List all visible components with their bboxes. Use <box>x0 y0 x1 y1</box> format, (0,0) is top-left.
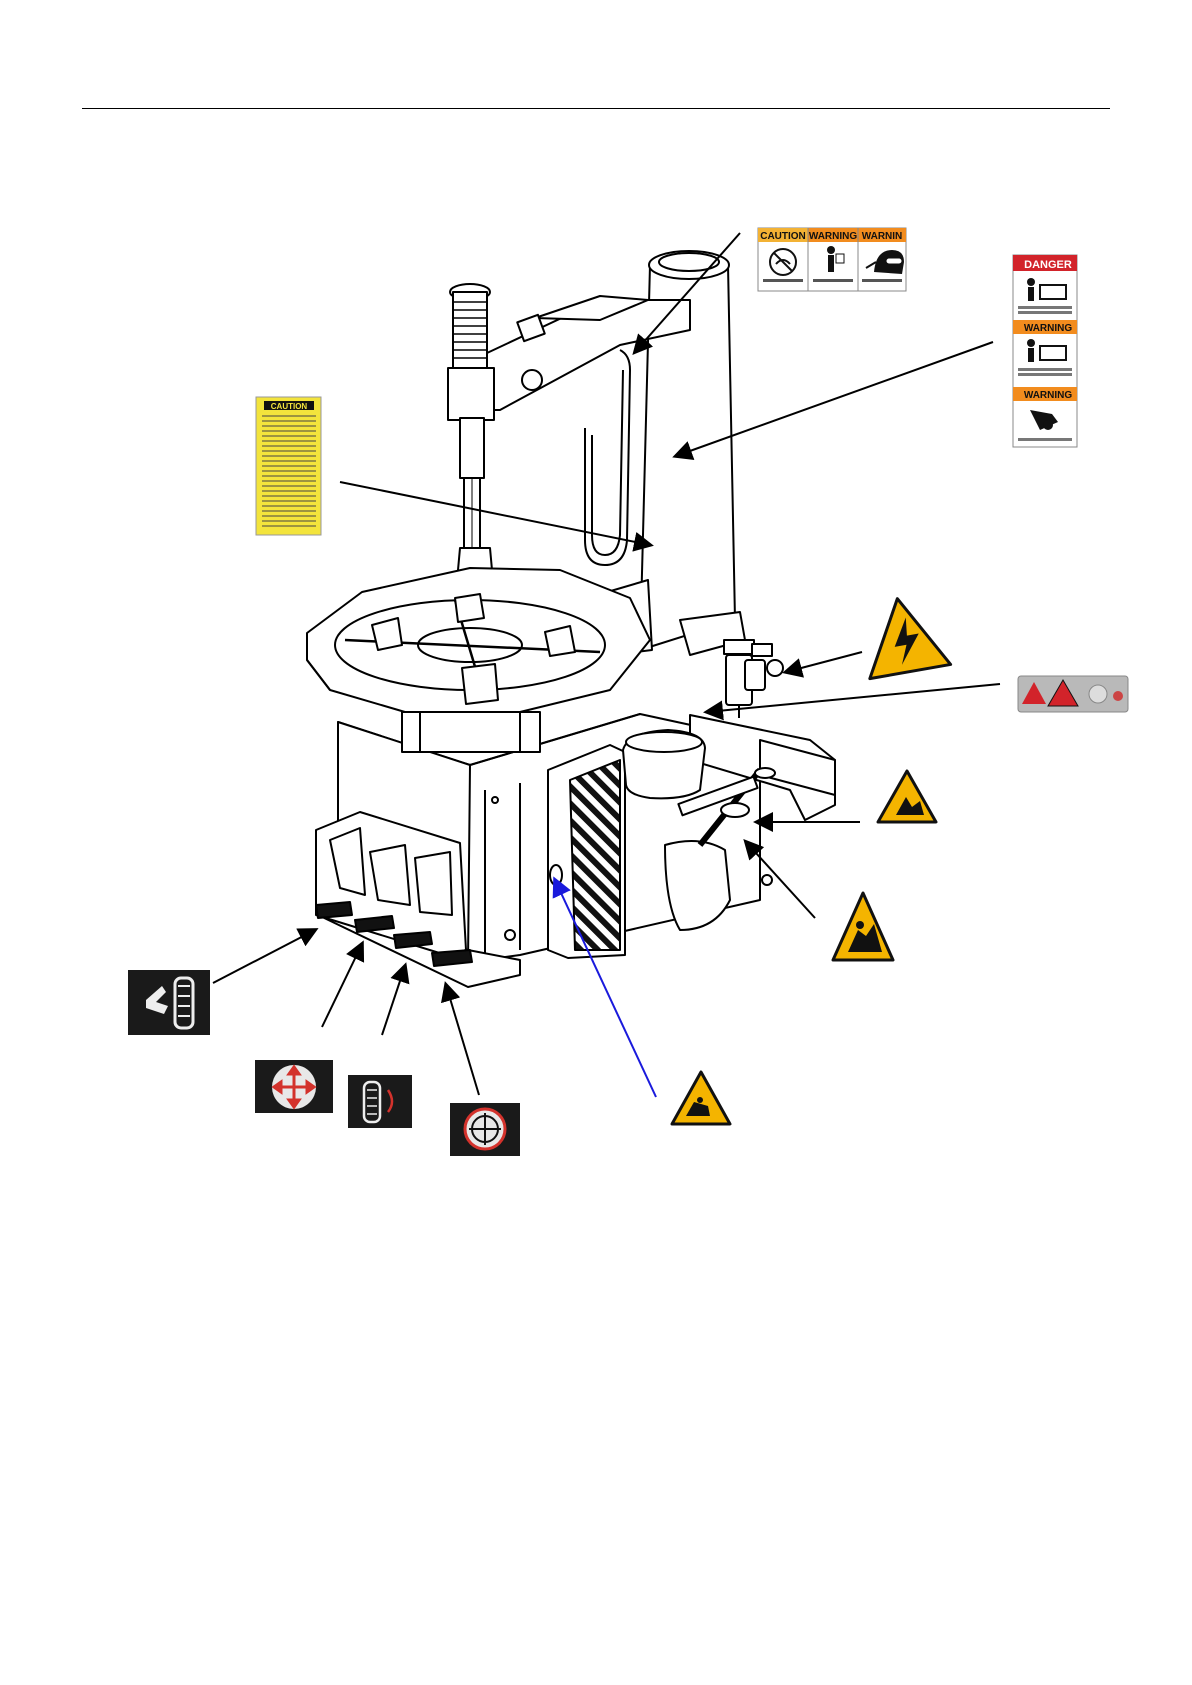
panel-danger: DANGER <box>1024 259 1072 271</box>
electric-hazard-decal <box>857 592 951 679</box>
inflation-pedal-decal <box>348 1075 412 1128</box>
pressure-gauge-label-icon <box>1113 691 1123 701</box>
vertical-spindle <box>448 284 494 600</box>
panel-warning-2: WARNIN <box>862 231 903 242</box>
pedal-hazard-decal <box>670 1070 732 1126</box>
clamp-open-pedal-decal <box>255 1060 333 1113</box>
air-pressure-label <box>1018 676 1128 712</box>
caution-text-label: CAUTION <box>256 397 321 535</box>
panel-warning-a: WARNING <box>1024 323 1073 334</box>
panel-warning-b: WARNING <box>1024 390 1073 401</box>
bead-breaker-pedal-decal <box>128 970 210 1035</box>
caution-header: CAUTION <box>271 402 308 411</box>
panel-warning: WARNING <box>809 231 858 242</box>
tire-changer-machine <box>307 251 835 987</box>
panel-caution: CAUTION <box>760 231 806 242</box>
rim-clamp-hazard-decal <box>878 771 936 822</box>
danger-warning-stack: DANGER WARNING WARNING <box>1013 255 1077 447</box>
bead-breaker-hazard-decal <box>833 893 893 960</box>
triple-warning-label: CAUTION WARNING WARNIN <box>758 228 906 291</box>
rotation-pedal-decal <box>450 1103 520 1156</box>
bead-breaker-blade <box>665 841 730 930</box>
